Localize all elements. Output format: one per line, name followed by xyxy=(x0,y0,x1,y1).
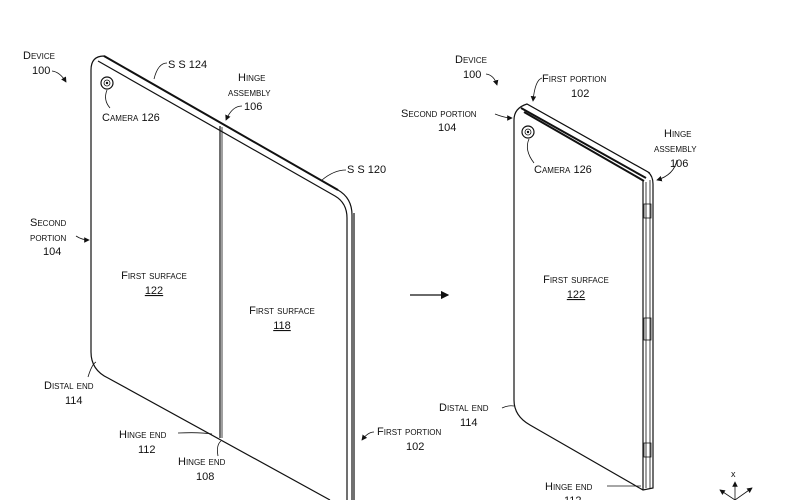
label-distal-num-r: 114 xyxy=(460,417,478,429)
label-first-portion-num-r: 102 xyxy=(571,88,589,100)
label-hinge-end-r: Hinge end xyxy=(545,481,593,493)
label-portion: portion xyxy=(30,232,67,244)
camera-icon xyxy=(100,76,114,90)
label-device-num-r: 100 xyxy=(463,69,481,81)
axes-indicator-icon xyxy=(719,481,753,500)
label-second-num-r: 104 xyxy=(438,122,456,134)
label-first-portion-r: First portion xyxy=(542,73,607,85)
label-hinge-end-num-r: 112 xyxy=(564,495,582,500)
label-122-r: 122 xyxy=(567,289,585,301)
label-hinge-end-108: Hinge end xyxy=(178,456,226,468)
top-edge xyxy=(103,55,339,191)
label-hinge-num: 106 xyxy=(244,101,262,113)
label-distal-end-r: Distal end xyxy=(439,402,489,414)
label-hinge: Hinge xyxy=(238,72,266,84)
label-distal-end: Distal end xyxy=(44,380,94,392)
label-hinge-num-r: 106 xyxy=(670,158,688,170)
open-device-drawing xyxy=(90,55,355,500)
camera-icon xyxy=(521,125,535,139)
label-device-r: Device xyxy=(455,54,487,66)
right-leaders xyxy=(485,73,678,487)
label-first-portion: First portion xyxy=(377,426,442,438)
closed-device-outline xyxy=(513,103,654,491)
left-leaders xyxy=(51,62,375,457)
label-ss124: S S 124 xyxy=(168,59,207,71)
axis-x-label: x xyxy=(731,469,736,479)
label-118: 118 xyxy=(273,320,291,332)
label-distal-num: 114 xyxy=(65,395,83,407)
label-assembly-r: assembly xyxy=(654,143,697,155)
label-second-portion-r: Second portion xyxy=(401,108,477,120)
label-hinge-end-112: Hinge end xyxy=(119,429,167,441)
label-108: 108 xyxy=(196,471,214,483)
label-camera-r: Camera 126 xyxy=(534,164,592,176)
label-hinge-r: Hinge xyxy=(664,128,692,140)
label-camera: Camera 126 xyxy=(102,112,160,124)
label-device: Device xyxy=(23,50,55,62)
closed-device-drawing xyxy=(513,103,654,491)
label-122: 122 xyxy=(145,285,163,297)
top-edge-inner xyxy=(97,60,348,500)
label-second-num: 104 xyxy=(43,246,61,258)
label-first-surface-122: First surface xyxy=(121,270,187,282)
label-first-portion-num: 102 xyxy=(406,441,424,453)
label-assembly: assembly xyxy=(228,87,271,99)
label-second: Second xyxy=(30,217,66,229)
label-first-surface-118: First surface xyxy=(249,305,315,317)
label-first-surface-122-r: First surface xyxy=(543,274,609,286)
label-ss120: S S 120 xyxy=(347,164,386,176)
label-device-num: 100 xyxy=(32,65,50,77)
label-112: 112 xyxy=(138,444,156,456)
